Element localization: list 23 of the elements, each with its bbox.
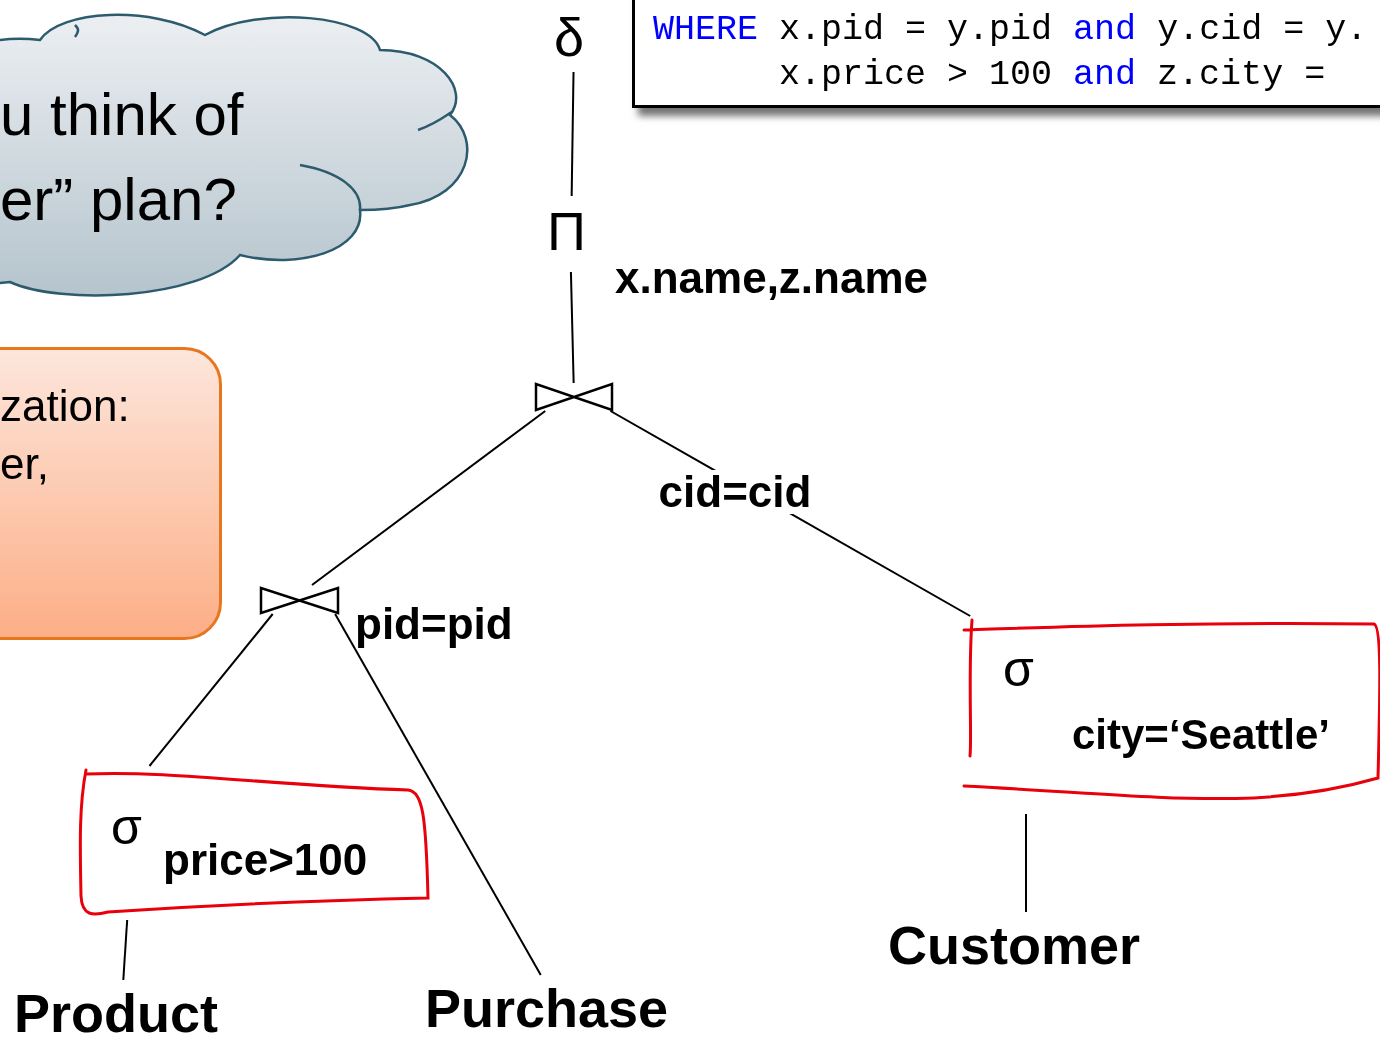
condition-label: x.name,z.name bbox=[615, 256, 929, 300]
connector-line bbox=[570, 71, 575, 197]
code-panel bbox=[632, 0, 1380, 108]
note-text: zation: er, bbox=[0, 380, 131, 490]
connector-line bbox=[148, 613, 274, 767]
condition-label: price>100 bbox=[163, 838, 368, 882]
code-line: x.price > 100 and z.city = bbox=[778, 58, 1326, 93]
condition-label: pid=pid bbox=[355, 602, 513, 646]
operator-symbol: Π bbox=[547, 204, 586, 258]
connector-line bbox=[1025, 813, 1027, 913]
operator-symbol: δ bbox=[554, 10, 585, 64]
connector-line bbox=[122, 919, 129, 981]
operator-symbol: σ bbox=[1003, 644, 1034, 694]
question-text: u think of er” plan? bbox=[0, 80, 245, 235]
connector-line bbox=[311, 410, 547, 586]
connector-line bbox=[334, 613, 542, 976]
code-line: WHERE x.pid = y.pid and y.cid = y. bbox=[653, 13, 1368, 48]
condition-label: city=‘Seattle’ bbox=[1072, 714, 1330, 756]
relation-label: Purchase bbox=[425, 981, 669, 1035]
relation-label: Product bbox=[14, 986, 218, 1039]
operator-symbol: σ bbox=[111, 802, 142, 852]
connector-line bbox=[569, 271, 575, 384]
relation-label: Customer bbox=[888, 918, 1141, 972]
